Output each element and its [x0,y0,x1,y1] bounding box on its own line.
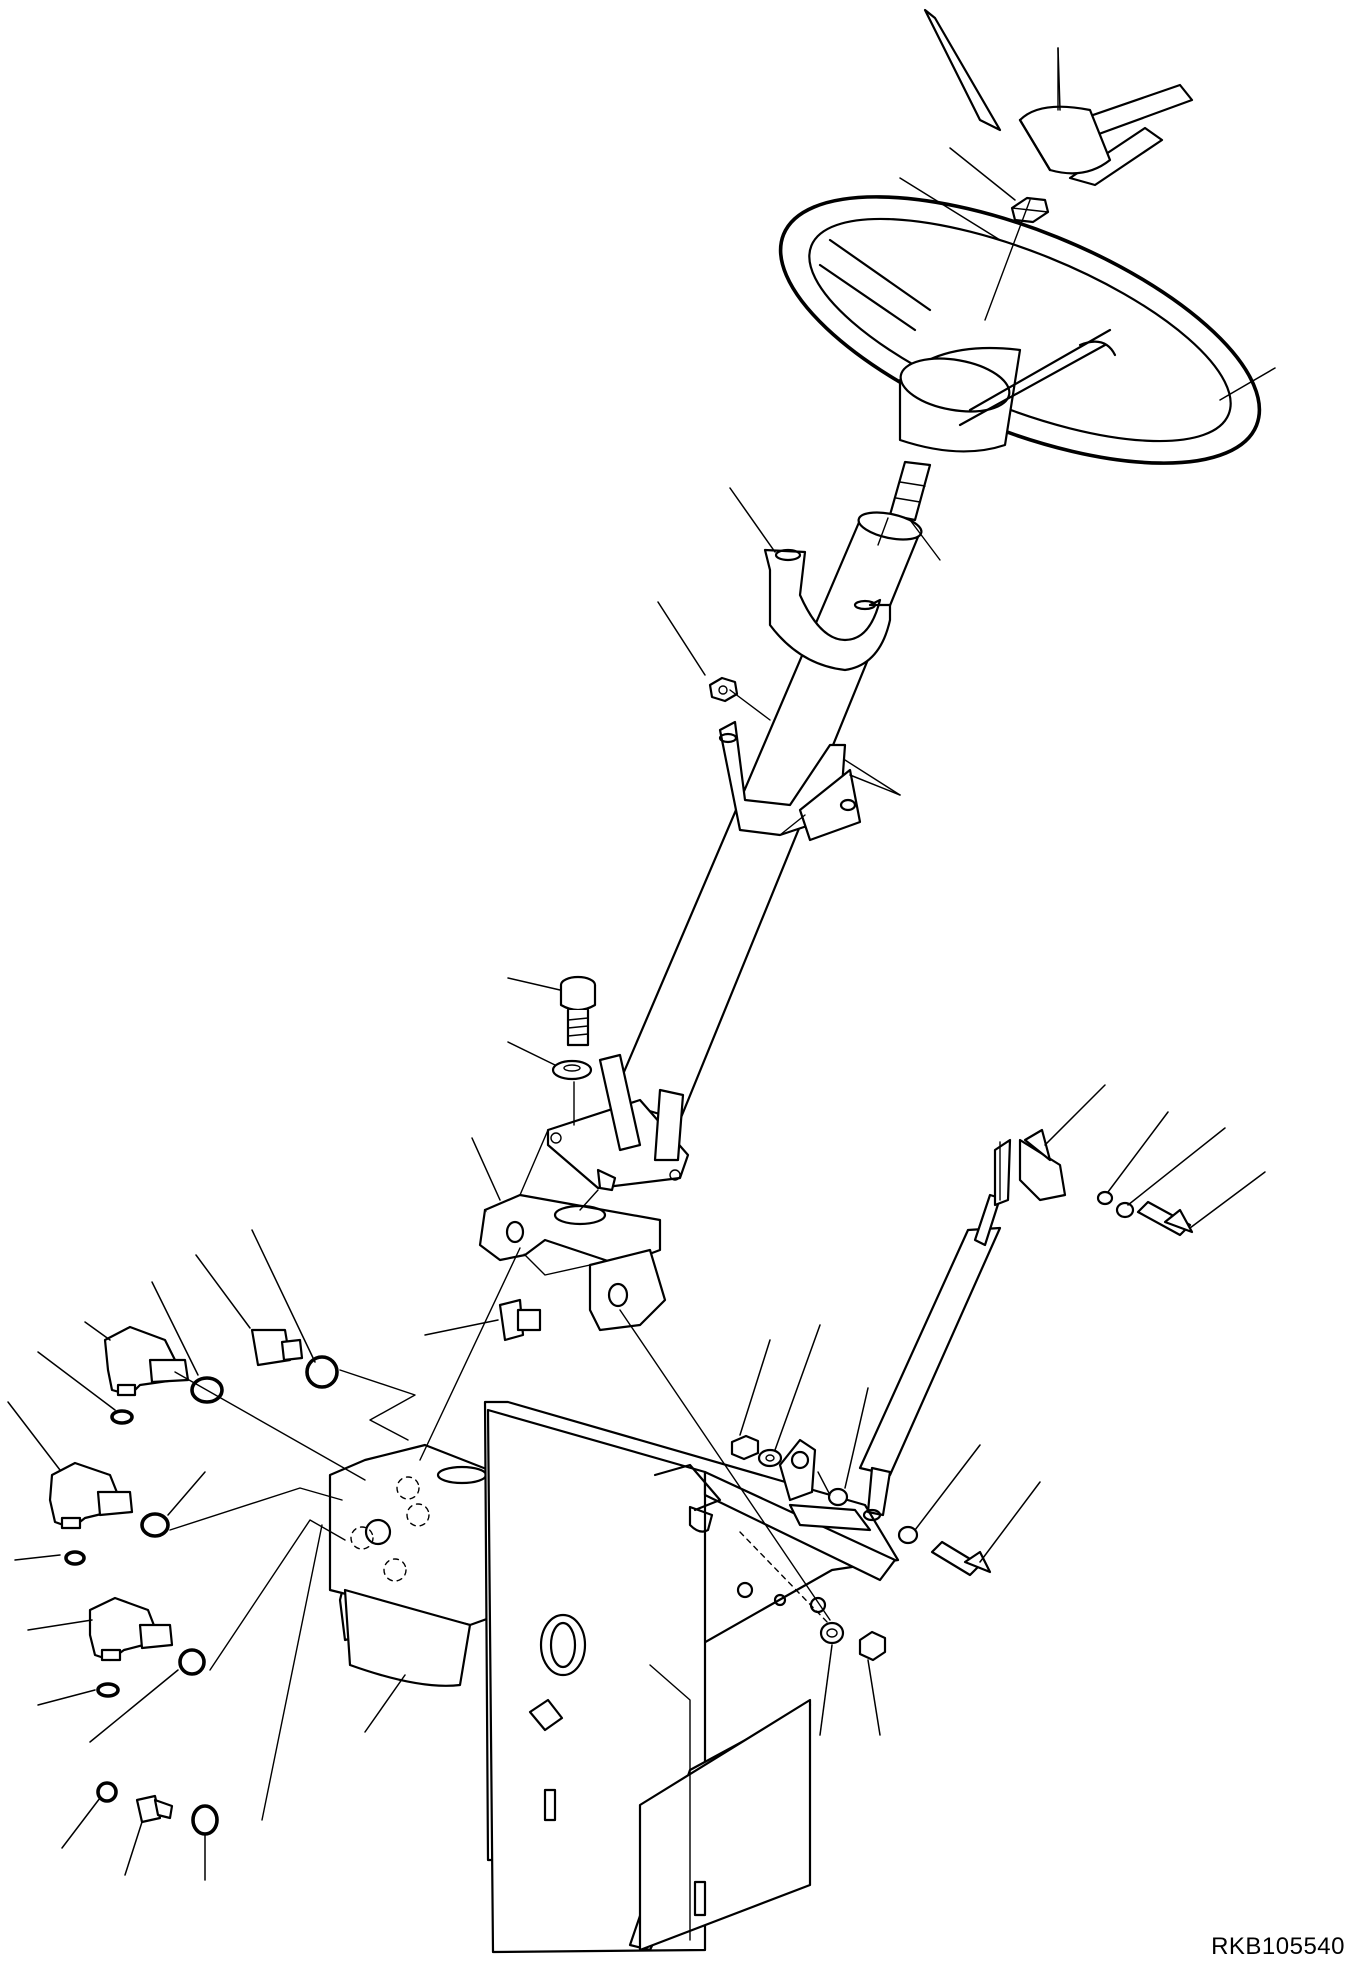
leader-lines [7,47,1276,1881]
mounting-bracket [478,1193,667,1332]
small-o-ring-3 [96,1682,120,1698]
console-washer [819,1621,845,1645]
straight-fitting [250,1328,304,1367]
spring-top-washer-1 [1096,1190,1114,1206]
o-ring-1 [190,1376,224,1404]
spring-bottom-washer-1 [827,1487,849,1507]
column-flange [546,1053,690,1192]
flange-bolt [498,1298,542,1342]
spring-bottom-washer-2 [897,1525,919,1545]
cap-screw [559,975,597,1047]
console-plate [483,1400,900,1954]
shaft-spline [888,460,932,522]
small-o-ring-1 [110,1409,134,1425]
spring-bottom-bolt [930,1540,992,1577]
drawing-reference-code: RKB105540 [1211,1933,1345,1960]
o-ring-4 [178,1648,206,1676]
column-nut [708,676,739,703]
gas-spring [858,1128,1067,1522]
small-o-ring-2 [64,1550,86,1566]
small-fitting [135,1794,174,1824]
elbow-fitting-bottom [88,1596,174,1662]
console-clevis [778,1438,817,1502]
steering-wheel [778,195,1262,465]
elbow-fitting-middle [48,1461,134,1530]
clevis-washer [757,1448,783,1468]
steering-wheel-cap [923,8,1194,187]
o-ring-5 [191,1804,219,1836]
console-nut [858,1630,887,1662]
o-ring-3 [140,1512,170,1538]
clevis-nut [730,1434,760,1461]
o-ring-2 [305,1355,339,1389]
upper-column-bracket [763,548,892,672]
elbow-fitting-top [103,1325,190,1397]
assembly-lines [169,47,1059,1821]
saddle-bracket [718,720,862,842]
cap-screw-washer [551,1059,593,1081]
spring-top-washer-2 [1115,1201,1135,1219]
spring-top-bolt [1136,1200,1194,1237]
small-o-ring-4 [96,1781,118,1803]
